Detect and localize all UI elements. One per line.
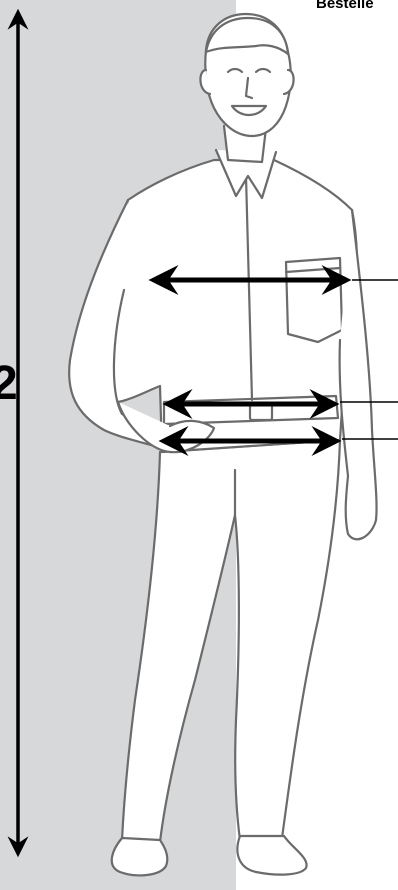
left-shoe-icon [112, 838, 168, 875]
right-shoe-icon [237, 836, 306, 875]
height-marker-label: 2 [0, 360, 18, 408]
header-text: Bestelle [316, 0, 374, 12]
man-figure-icon [69, 14, 376, 875]
